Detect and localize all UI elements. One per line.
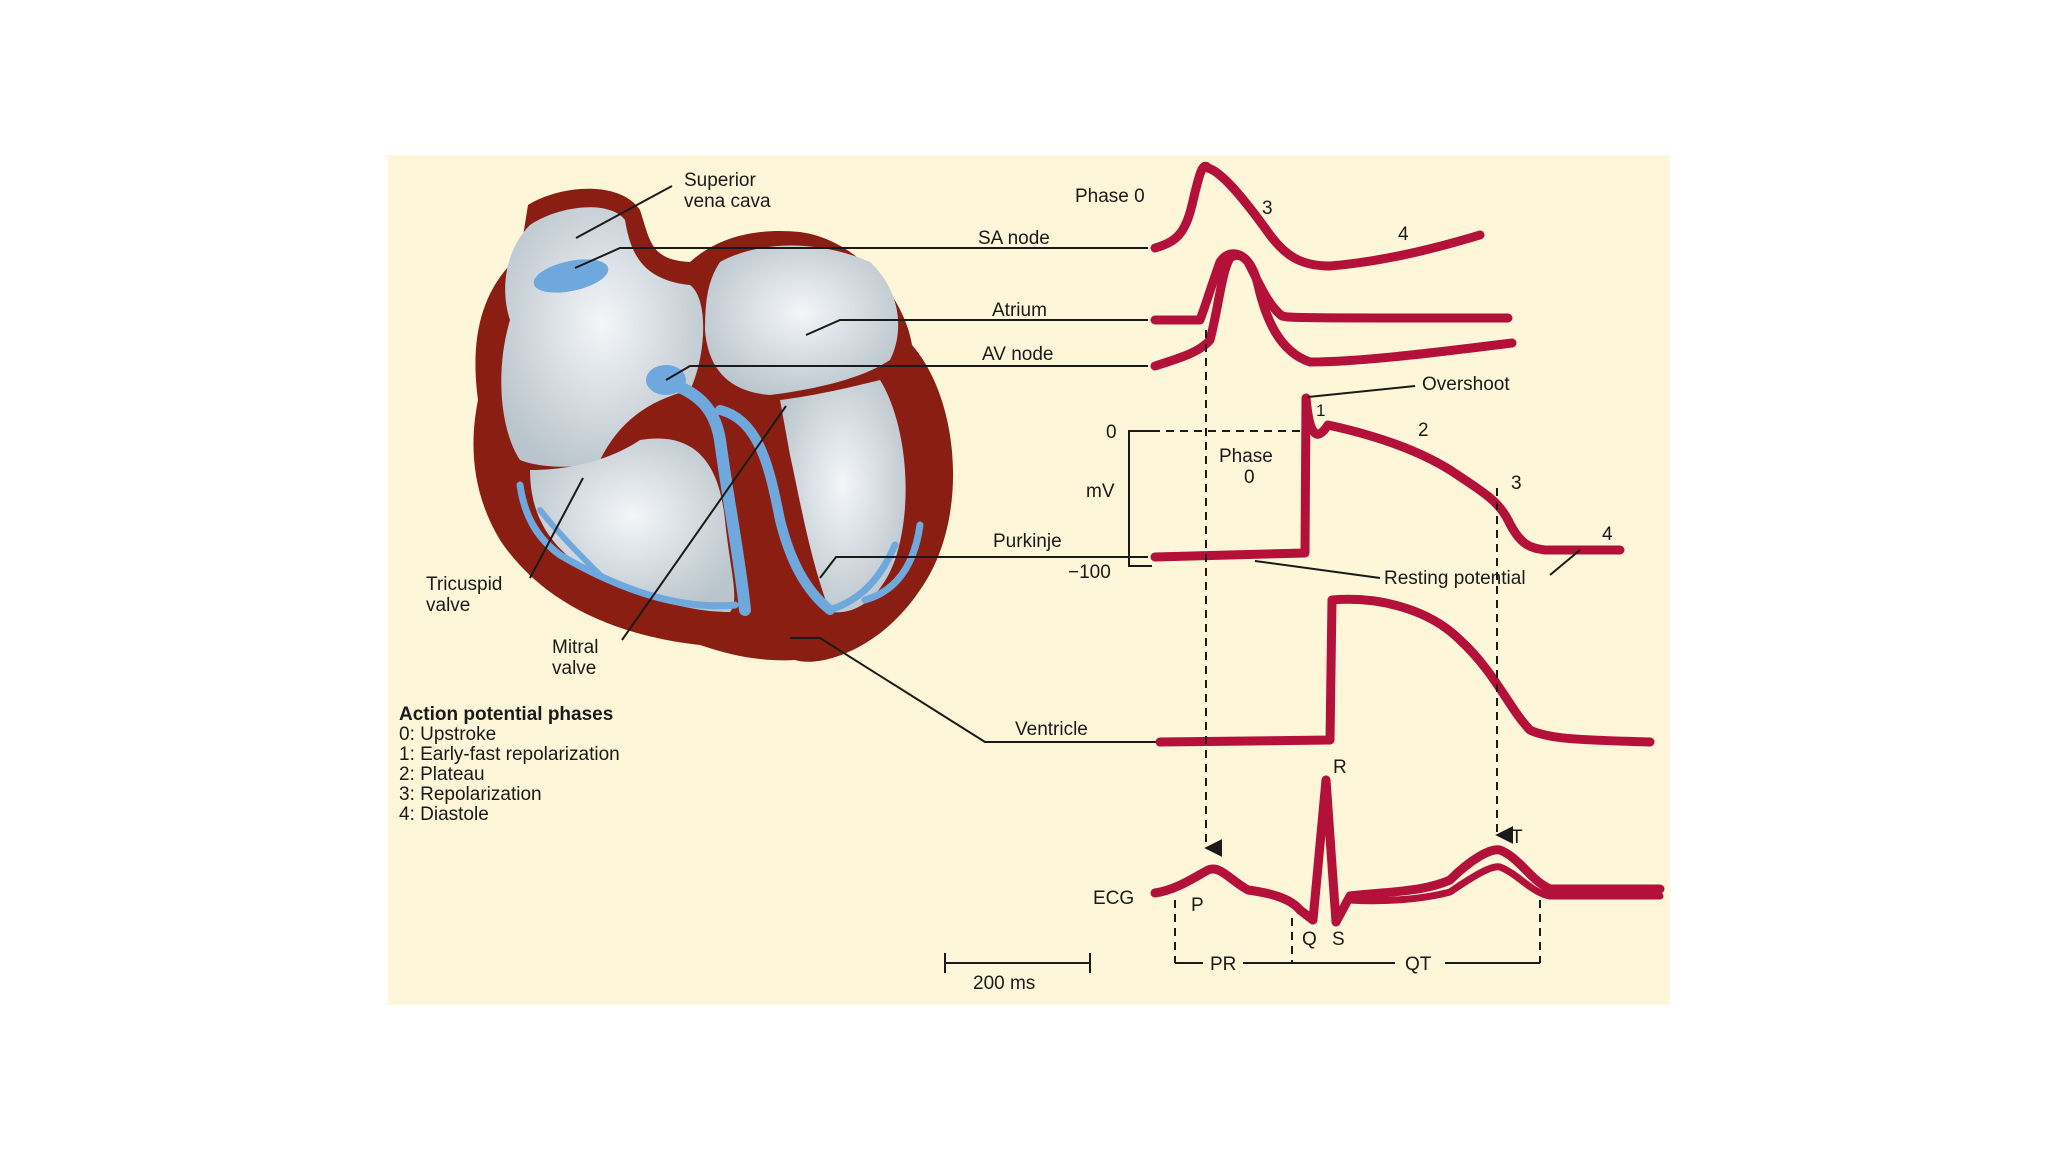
mitral-leader [621, 405, 787, 641]
purkinje-phase3-label: 3 [1511, 473, 1522, 494]
ecg-p-label: P [1191, 895, 1204, 916]
overshoot-leader [1307, 385, 1416, 398]
ecg-r-label: R [1333, 757, 1347, 778]
axis-unit-label: mV [1086, 481, 1115, 502]
ecg-trace-band [1346, 863, 1664, 905]
overshoot-label: Overshoot [1422, 374, 1510, 395]
axis-top-label: 0 [1106, 422, 1117, 443]
sa-node-label: SA node [978, 228, 1050, 249]
av-node-leader [665, 365, 1148, 381]
legend-item-2: 2: Plateau [399, 764, 485, 785]
left-bundle-branch [715, 405, 835, 615]
legend-item-1: 1: Early-fast repolarization [399, 744, 620, 765]
purkinje-phase2-label: 2 [1418, 420, 1429, 441]
sa-phase0-label: Phase 0 [1075, 186, 1145, 207]
scale-bar-label: 200 ms [973, 973, 1035, 994]
resting-potential-label: Resting potential [1384, 568, 1526, 589]
purkinje-trace [1150, 393, 1625, 562]
purkinje-phase4-label: 4 [1602, 524, 1613, 545]
av-node-trace [1150, 250, 1517, 371]
purkinje-leader [819, 556, 1148, 579]
heart-illustration [473, 188, 954, 662]
tricuspid-label-line2: valve [426, 595, 470, 616]
ecg-q-label: Q [1302, 929, 1317, 950]
legend-title: Action potential phases [399, 704, 613, 725]
sa-node-leader [574, 247, 1148, 269]
sa-node-blob [533, 259, 609, 293]
legend-item-4: 4: Diastole [399, 804, 489, 825]
legend-item-0: 0: Upstroke [399, 724, 496, 745]
svc-leader [575, 185, 673, 239]
atrium-label: Atrium [992, 300, 1047, 321]
qt-label: QT [1405, 954, 1432, 975]
purkinje-phase1-label: 1 [1316, 401, 1325, 420]
ecg-trace [1150, 775, 1665, 927]
ventricle-trace [1155, 594, 1655, 747]
legend-item-3: 3: Repolarization [399, 784, 542, 805]
svc-label-line2: vena cava [684, 191, 771, 212]
ecg-t-label: T [1511, 827, 1523, 848]
ventricle-leader [790, 637, 1165, 743]
svc-label-line1: Superior [684, 170, 756, 191]
purkinje-phase0-line2: 0 [1244, 467, 1255, 488]
ecg-s-label: S [1332, 929, 1345, 950]
tricuspid-leader [529, 477, 584, 579]
resting-leader-right [1549, 549, 1581, 576]
mitral-label-line1: Mitral [552, 637, 598, 658]
axis-bottom-label: −100 [1068, 562, 1111, 583]
sa-phase4-label: 4 [1398, 224, 1409, 245]
right-purkinje-fibers [516, 481, 739, 610]
left-ventricle [780, 380, 906, 613]
mitral-label-line2: valve [552, 658, 596, 679]
pr-label: PR [1210, 954, 1236, 975]
sa-phase3-label: 3 [1262, 198, 1273, 219]
left-purkinje-fibers [826, 521, 924, 614]
tricuspid-label-line1: Tricuspid [426, 574, 502, 595]
ventricle-label: Ventricle [1015, 719, 1088, 740]
purkinje-phase0-line1: Phase [1219, 446, 1273, 467]
ecg-label: ECG [1093, 888, 1134, 909]
atrium-leader [805, 319, 1148, 336]
sa-node-trace [1150, 161, 1485, 271]
bundle-of-his [669, 379, 751, 616]
purkinje-label: Purkinje [993, 531, 1062, 552]
av-node-label: AV node [982, 344, 1053, 365]
resting-leader-left [1254, 560, 1381, 579]
mv-axis [1128, 430, 1152, 567]
left-atrium [705, 245, 899, 395]
right-purkinje-branch [537, 507, 603, 578]
